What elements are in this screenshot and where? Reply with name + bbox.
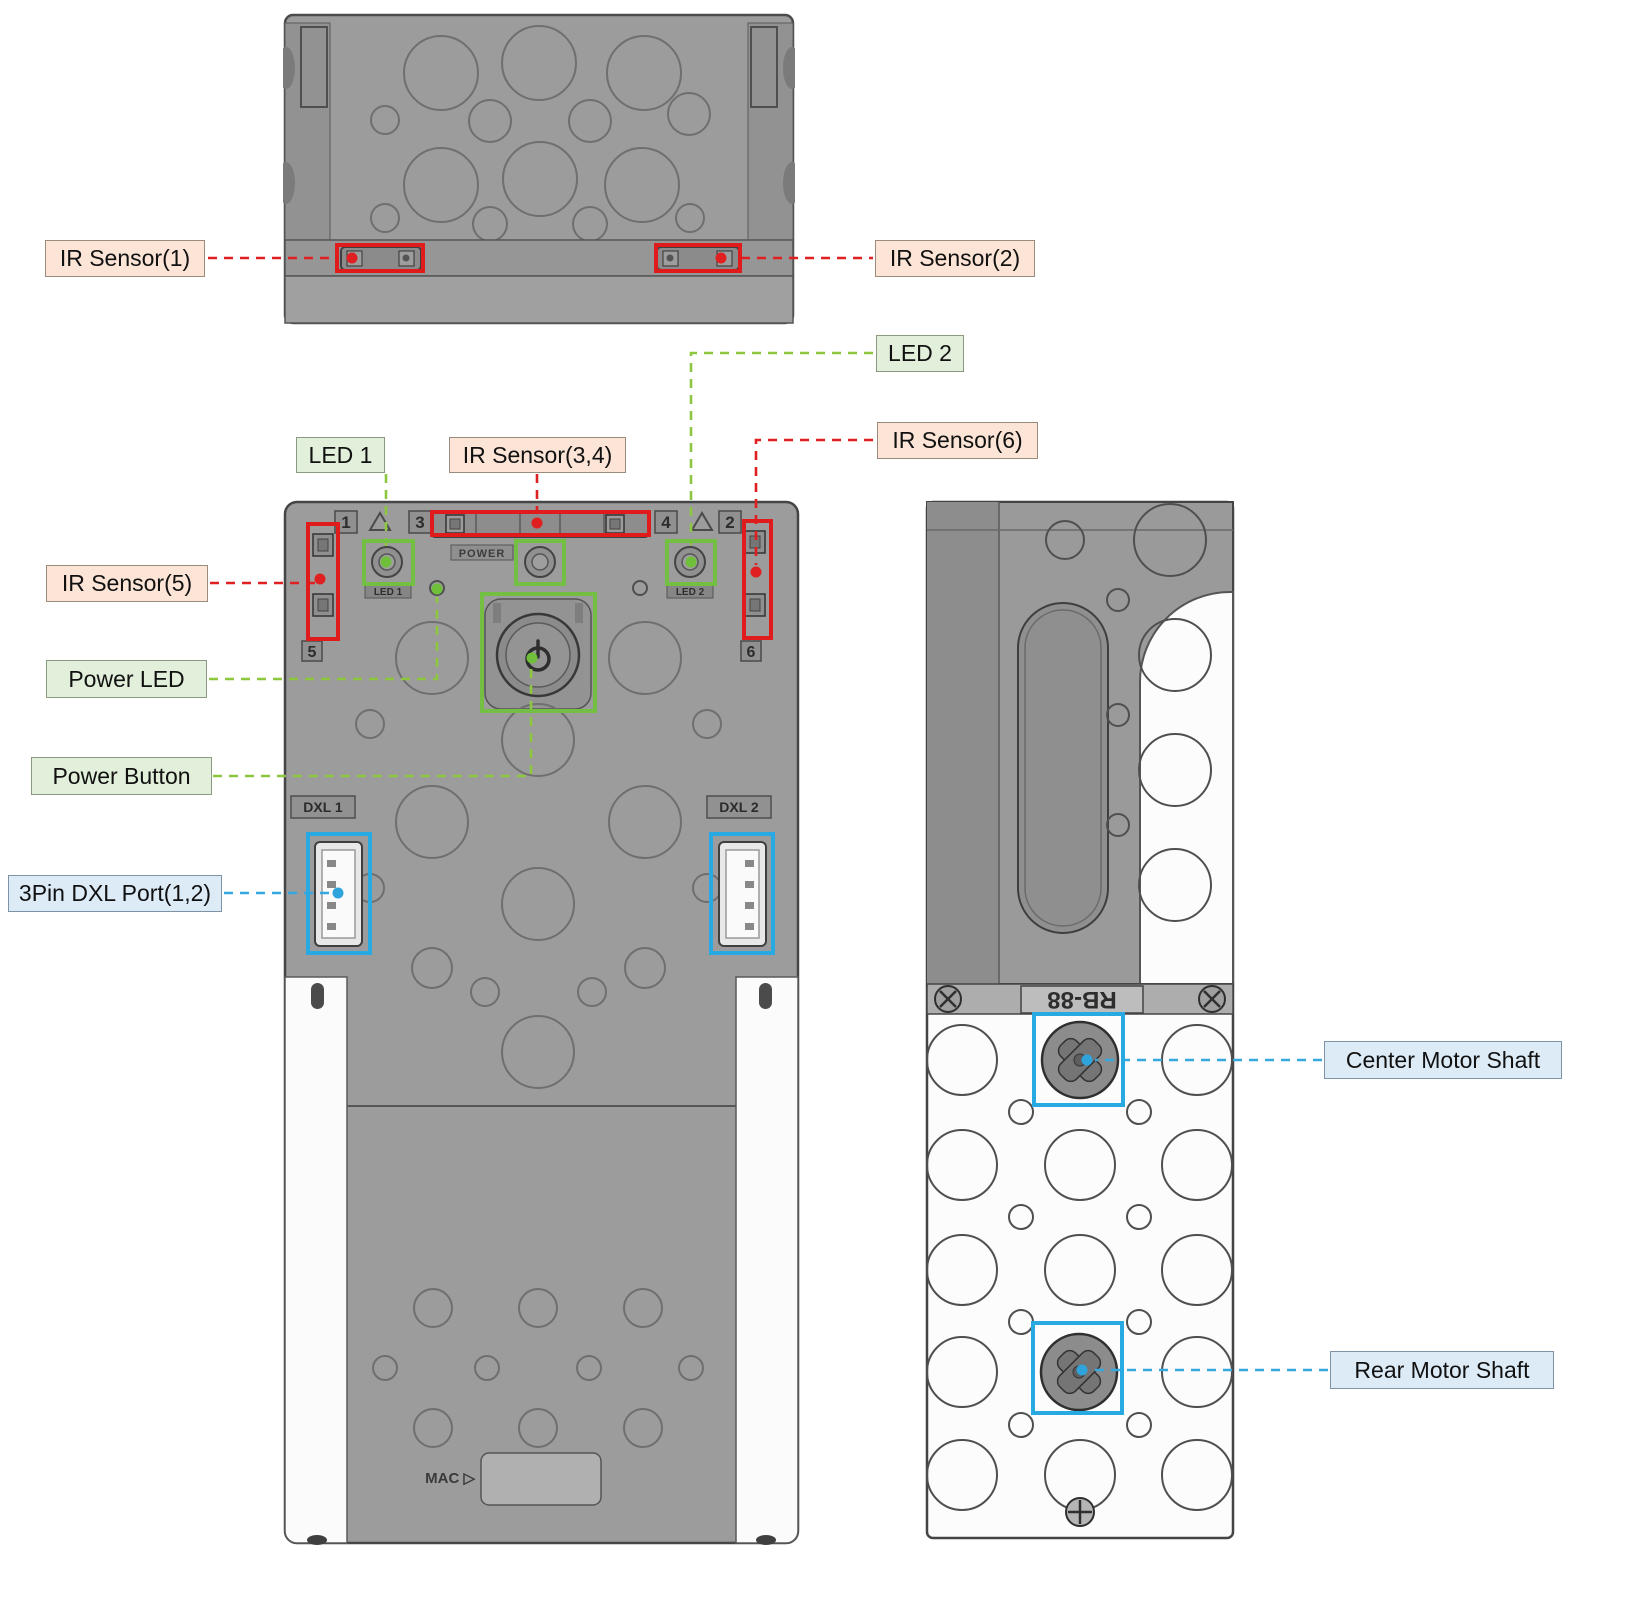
callout-ir-sensor-3-4: IR Sensor(3,4)	[449, 437, 626, 473]
front-marker-5: 5	[308, 644, 317, 661]
callout-dxl-port: 3Pin DXL Port(1,2)	[8, 875, 222, 912]
highlight-ir-sensor-6	[742, 519, 773, 640]
highlight-dxl-port-2	[709, 832, 775, 955]
callout-ir-sensor-1: IR Sensor(1)	[45, 240, 205, 277]
callout-ir-sensor-2: IR Sensor(2)	[875, 240, 1035, 277]
side-lower-holes	[926, 1024, 1233, 1511]
mac-caption: MAC ▷	[425, 1470, 476, 1487]
highlight-rear-motor-shaft	[1031, 1321, 1124, 1415]
center-motor-shaft	[1040, 1020, 1120, 1100]
callout-led-1: LED 1	[296, 437, 385, 473]
power-led-hole	[429, 580, 445, 596]
power-led-lamp	[524, 546, 556, 578]
callout-ir-sensor-5: IR Sensor(5)	[46, 565, 208, 602]
highlight-ir-sensor-3-4	[430, 510, 651, 537]
power-caption-plate: POWER	[450, 544, 514, 561]
highlight-ir-sensor-1	[335, 243, 425, 273]
callout-power-button: Power Button	[31, 757, 212, 795]
model-caption-plate: RB-88	[1020, 985, 1144, 1014]
highlight-dxl-port-1	[306, 832, 372, 955]
led-1-caption-plate: LED 1	[364, 583, 412, 599]
front-marker-6: 6	[747, 644, 756, 661]
highlight-led-2	[665, 539, 717, 586]
front-marker-1: 1	[341, 513, 350, 532]
dxl-2-caption: DXL 2	[719, 799, 759, 815]
highlight-ir-sensor-5	[306, 522, 340, 641]
front-hole-pattern	[355, 621, 722, 1448]
side-upper-holes	[1045, 503, 1212, 922]
highlight-center-motor-shaft	[1032, 1012, 1125, 1107]
front-marker-2: 2	[725, 513, 734, 532]
band-screw-right	[1198, 985, 1226, 1013]
callout-center-motor-shaft: Center Motor Shaft	[1324, 1041, 1562, 1079]
front-marker-4: 4	[661, 513, 671, 532]
callout-led-2: LED 2	[876, 335, 964, 372]
callout-rear-motor-shaft: Rear Motor Shaft	[1330, 1351, 1554, 1389]
callout-power-led: Power LED	[46, 660, 207, 698]
bottom-screw	[1065, 1497, 1095, 1527]
top-view-hole-pattern	[370, 25, 711, 242]
highlight-power-led	[514, 539, 566, 586]
band-screw-left	[934, 985, 962, 1013]
dxl-1-caption: DXL 1	[303, 799, 343, 815]
led-2-caption-plate: LED 2	[666, 583, 714, 599]
led-2-caption: LED 2	[676, 587, 705, 598]
led-1-caption: LED 1	[374, 587, 403, 598]
top-view	[283, 13, 795, 325]
callout-ir-sensor-6: IR Sensor(6)	[877, 422, 1038, 459]
power-caption: POWER	[459, 548, 506, 560]
highlight-ir-sensor-2	[654, 243, 742, 273]
dxl-port-2[interactable]: DXL 2	[706, 795, 772, 947]
mac-label-area: MAC ▷	[425, 1452, 602, 1506]
highlight-power-button	[480, 592, 597, 713]
highlight-led-1	[362, 539, 415, 586]
model-caption: RB-88	[1047, 986, 1116, 1013]
aux-hole	[632, 580, 648, 596]
front-marker-3: 3	[415, 513, 424, 532]
